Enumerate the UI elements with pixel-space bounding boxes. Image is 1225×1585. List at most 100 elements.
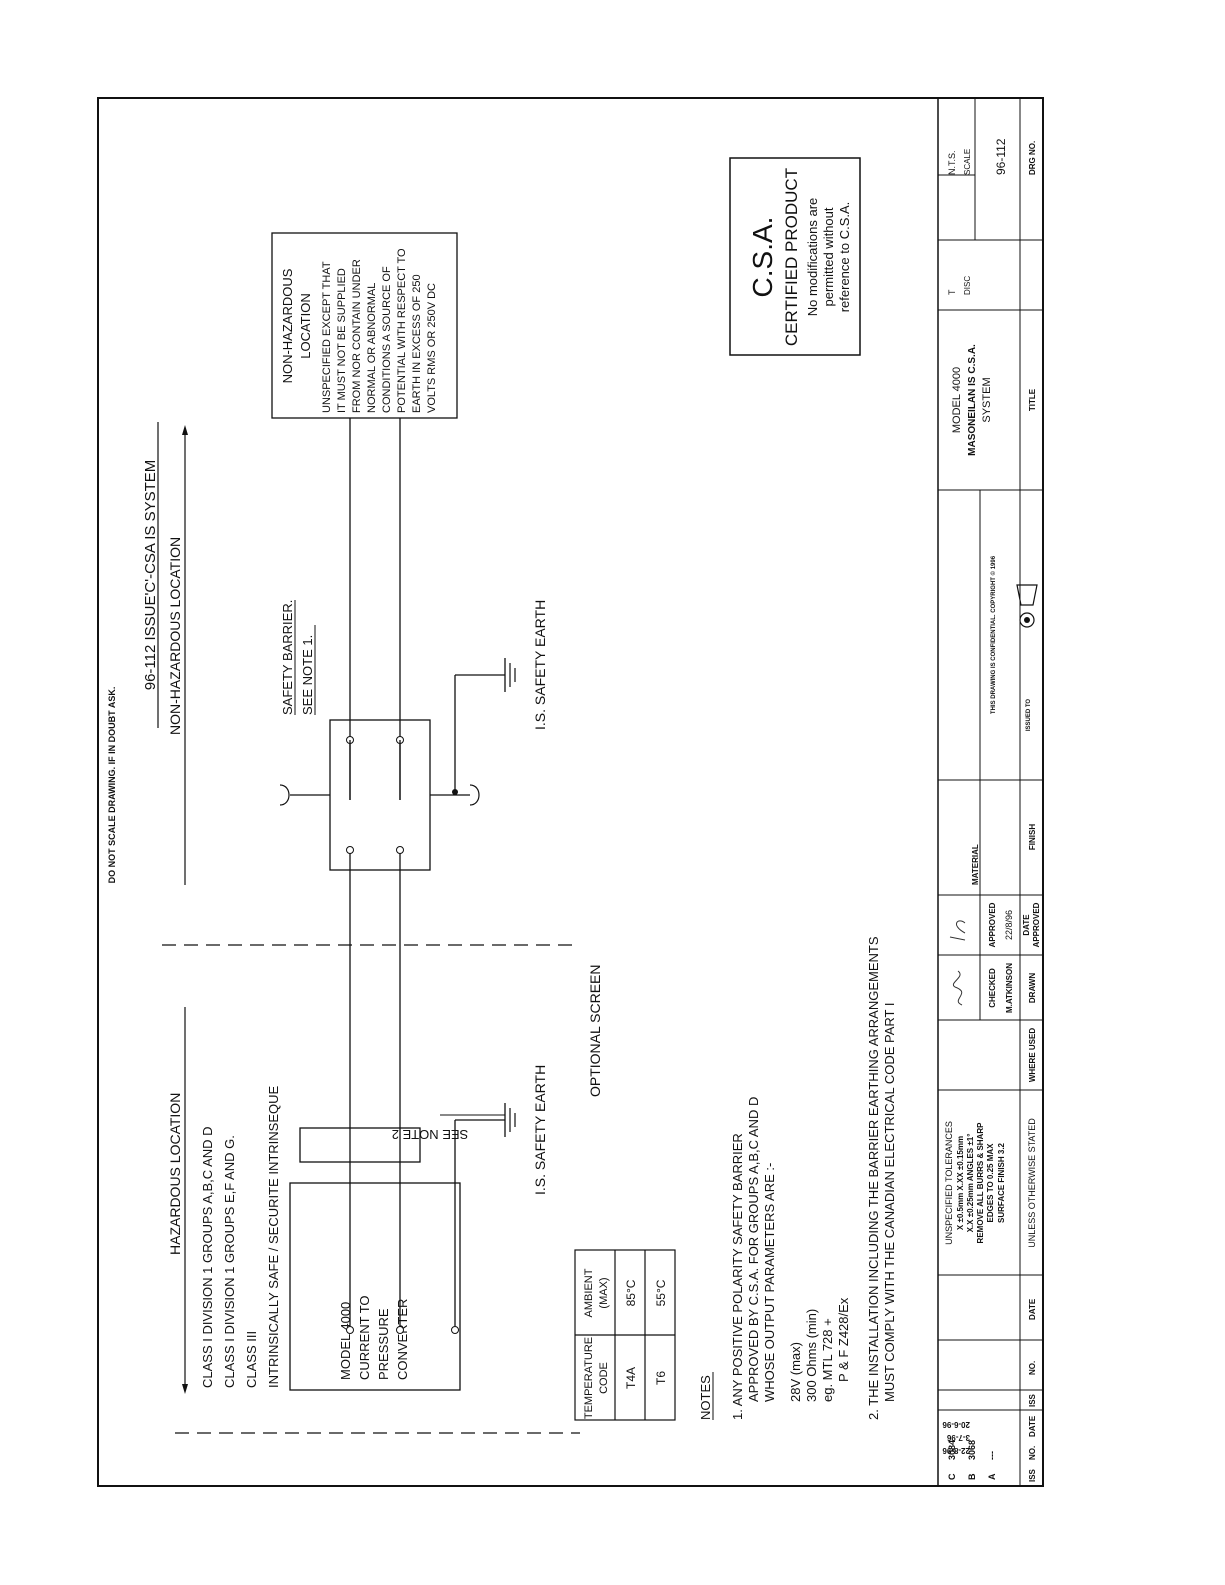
note-param: 28V (max) <box>788 1342 803 1402</box>
note-line: 1. ANY POSITIVE POLARITY SAFETY BARRIER <box>730 1133 745 1420</box>
rev-iss: C <box>947 1473 957 1480</box>
where-used-label: WHERE USED <box>1028 1028 1037 1082</box>
safety-barrier-box <box>329 719 431 871</box>
table-cell: T6 <box>654 1371 668 1385</box>
table-cell: 55°C <box>654 1279 668 1306</box>
nonhaz-line: NORMAL OR ABNORMAL <box>366 283 378 413</box>
scale-value: N.T.S. <box>947 150 957 175</box>
device-line-1: MODEL 4000 <box>338 1302 353 1380</box>
rev-header: DATE <box>1028 1415 1037 1437</box>
optional-screen-box <box>299 1127 421 1163</box>
rev-header: DATE <box>1028 1298 1037 1320</box>
projection-symbol-icon <box>1019 612 1035 628</box>
class-line-1: CLASS I DIVISION 1 GROUPS A,B,C AND D <box>200 1126 215 1388</box>
nonhaz-title-1: NON-HAZARDOUS <box>280 268 295 383</box>
rev-header: NO. <box>1028 1446 1037 1460</box>
note-param: eg. MTL 728 + <box>820 1318 835 1402</box>
is-earth-left: I.S. SAFETY EARTH <box>532 1065 548 1195</box>
tolerance-line: X ±0.5mm X.XX ±0.15mm <box>956 1136 965 1230</box>
nonhaz-title-2: LOCATION <box>298 293 313 359</box>
approved-signature <box>949 920 966 941</box>
checked-signature <box>952 970 963 1006</box>
drawing-number: 96-112 <box>994 138 1008 175</box>
note-line: MUST COMPLY WITH THE CANADIAN ELECTRICAL… <box>882 1003 897 1402</box>
table-cell: T4A <box>624 1367 638 1389</box>
material-label: MATERIAL <box>971 844 980 885</box>
approved-label: APPROVED <box>988 902 997 947</box>
note-line: 2. THE INSTALLATION INCLUDING THE BARRIE… <box>866 936 881 1420</box>
model-title-line: MASONEILAN IS C.S.A. <box>967 344 978 456</box>
table-header: TEMPERATURE <box>583 1337 595 1419</box>
drawn-by: M.ATKINSON <box>1005 963 1014 1013</box>
rev-date: 22-8-96 <box>942 1446 970 1455</box>
tolerance-line: EDGES TO 0.25 MAX <box>986 1143 995 1223</box>
optional-screen-label: OPTIONAL SCREEN <box>587 964 603 1097</box>
title-label: TITLE <box>1028 388 1037 411</box>
rev-date: 20-6-96 <box>942 1420 970 1429</box>
checked-label: CHECKED <box>988 968 997 1008</box>
date-approved-value: 22/8/96 <box>1004 910 1014 940</box>
note-param: P & F Z428/Ex <box>836 1297 851 1382</box>
hazardous-label: HAZARDOUS LOCATION <box>167 1093 183 1255</box>
device-box <box>289 1182 461 1391</box>
rev-no: --- <box>987 1451 997 1460</box>
csa-title: C.S.A. <box>747 217 778 298</box>
scale-label: SCALE <box>963 149 972 175</box>
sheet-border <box>97 97 1044 1487</box>
confidential-note: THIS DRAWING IS CONFIDENTIAL. COPYRIGHT … <box>990 555 997 714</box>
finish-label: FINISH <box>1028 824 1037 850</box>
drawn-label: DRAWN <box>1028 973 1037 1003</box>
class-line-3: CLASS III <box>244 1331 259 1388</box>
csa-line-3: reference to C.S.A. <box>837 202 852 313</box>
is-earth-right: I.S. SAFETY EARTH <box>532 600 548 730</box>
rev-iss: B <box>967 1473 977 1480</box>
table-header: (MAX) <box>598 1277 610 1308</box>
date-approved-label: DATE <box>1022 914 1031 936</box>
notes-heading: NOTES <box>698 1375 713 1420</box>
tolerance-line: UNLESS OTHERWISE STATED <box>1027 1118 1037 1248</box>
nonhaz-line: UNSPECIFIED EXCEPT THAT <box>321 261 333 413</box>
rev-no: 3084 <box>947 1440 957 1460</box>
rev-no: 3068 <box>967 1440 977 1460</box>
barrier-label-1: SAFETY BARRIER. <box>280 600 295 715</box>
date-approved-label: APPROVED <box>1032 902 1041 947</box>
drawing-number-label: DRG NO. <box>1028 141 1037 175</box>
model-title-line: SYSTEM <box>981 377 993 422</box>
nonhaz-line: FROM NOR CONTAIN UNDER <box>351 259 363 413</box>
nonhaz-line: VOLTS RMS OR 250V DC <box>426 283 438 413</box>
device-line-3: PRESSURE <box>376 1308 391 1380</box>
drawing-note: DO NOT SCALE DRAWING. IF IN DOUBT ASK. <box>107 687 117 884</box>
class-line-2: CLASS I DIVISION 1 GROUPS E,F AND G. <box>222 1135 237 1388</box>
device-line-2: CURRENT TO <box>357 1295 372 1380</box>
csa-line-2: permitted without <box>821 207 836 306</box>
nonhaz-line: CONDITIONS A SOURCE OF <box>381 266 393 413</box>
non-hazardous-label: NON-HAZARDOUS LOCATION <box>167 537 183 735</box>
rev-header: NO. <box>1028 1361 1037 1375</box>
device-line-4: CONVERTER <box>395 1299 410 1380</box>
page-title: 96-112 ISSUE'C'-CSA IS SYSTEM <box>142 460 159 691</box>
table-header: AMBIENT <box>583 1268 595 1317</box>
rev-date: 3-7-96 <box>946 1433 970 1442</box>
rev-header: ISS <box>1028 1468 1037 1482</box>
note-line: WHOSE OUTPUT PARAMETERS ARE :- <box>762 1163 777 1402</box>
rev-iss: A <box>987 1473 997 1480</box>
tolerance-line: UNSPECIFIED TOLERANCES <box>944 1121 954 1245</box>
disc-label: DISC <box>963 276 972 295</box>
rev-header: ISS <box>1028 1393 1037 1407</box>
tolerance-line: X.X ±0.25mm ANGLES ±1° <box>966 1134 975 1233</box>
csa-line-1: No modifications are <box>805 198 820 317</box>
model-title-line: MODEL 4000 <box>951 367 963 433</box>
nonhaz-line: IT MUST NOT BE SUPPLIED <box>336 268 348 413</box>
class-line-4: INTRINSICALLY SAFE / SECURITE INTRINSEQU… <box>266 1085 281 1388</box>
note-param: 300 Ohms (min) <box>804 1309 819 1402</box>
non-hazardous-box <box>271 232 458 419</box>
note-line: APPROVED BY C.S.A. FOR GROUPS A,B,C AND … <box>746 1097 761 1402</box>
barrier-label-2: SEE NOTE 1. <box>300 635 315 715</box>
csa-stamp <box>729 157 861 356</box>
tolerance-line: SURFACE FINISH 3.2 <box>997 1142 1006 1223</box>
disc-value: T <box>947 289 957 295</box>
nonhaz-line: EARTH IN EXCESS OF 250 <box>411 274 423 413</box>
